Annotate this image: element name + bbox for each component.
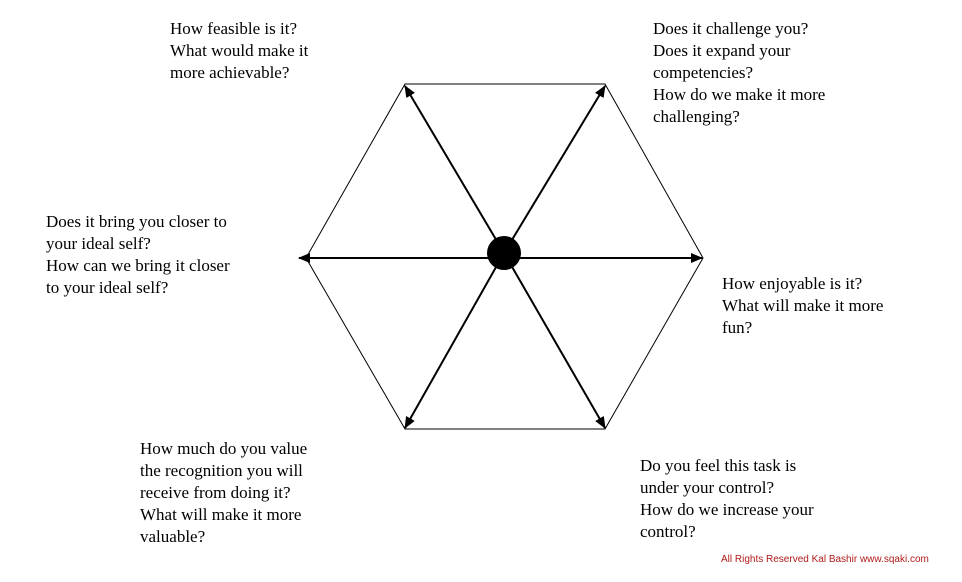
text-line: Does it bring you closer to bbox=[46, 212, 227, 231]
copyright-footer: All Rights Reserved Kal Bashir www.sqaki… bbox=[721, 554, 929, 565]
text-line: How much do you value bbox=[140, 439, 308, 458]
text-line: challenging? bbox=[653, 107, 740, 126]
text-line: more achievable? bbox=[170, 63, 290, 82]
text-line: Do you feel this task is bbox=[640, 456, 797, 475]
text-line: valuable? bbox=[140, 527, 206, 546]
question-challenge: Does it challenge you? Does it expand yo… bbox=[653, 18, 825, 128]
text-line: your ideal self? bbox=[46, 234, 151, 253]
text-line: competencies? bbox=[653, 63, 754, 82]
text-line: Does it challenge you? bbox=[653, 19, 809, 38]
question-ideal-self: Does it bring you closer to your ideal s… bbox=[46, 211, 230, 299]
text-line: to your ideal self? bbox=[46, 278, 169, 297]
text-line: How feasible is it? bbox=[170, 19, 297, 38]
text-line: under your control? bbox=[640, 478, 775, 497]
text-line: What will make it more bbox=[140, 505, 302, 524]
spoke-arrow-top-right bbox=[503, 85, 606, 254]
text-line: fun? bbox=[722, 318, 753, 337]
text-line: How do we increase your bbox=[640, 500, 814, 519]
text-line: How enjoyable is it? bbox=[722, 274, 863, 293]
spoke-arrow-top-left bbox=[404, 85, 505, 254]
text-line: What would make it bbox=[170, 41, 309, 60]
question-feasibility: How feasible is it? What would make it m… bbox=[170, 18, 308, 84]
text-line: the recognition you will bbox=[140, 461, 303, 480]
question-recognition: How much do you value the recognition yo… bbox=[140, 438, 307, 548]
spoke-arrow-bottom-left bbox=[404, 252, 505, 429]
text-line: Does it expand your bbox=[653, 41, 791, 60]
text-line: How can we bring it closer bbox=[46, 256, 230, 275]
center-dot bbox=[487, 236, 521, 270]
spoke-arrow-bottom-right bbox=[503, 252, 606, 429]
text-line: receive from doing it? bbox=[140, 483, 291, 502]
text-line: What will make it more bbox=[722, 296, 884, 315]
question-control: Do you feel this task is under your cont… bbox=[640, 455, 814, 543]
text-line: How do we make it more bbox=[653, 85, 826, 104]
text-line: control? bbox=[640, 522, 696, 541]
question-enjoyment: How enjoyable is it? What will make it m… bbox=[722, 273, 883, 339]
